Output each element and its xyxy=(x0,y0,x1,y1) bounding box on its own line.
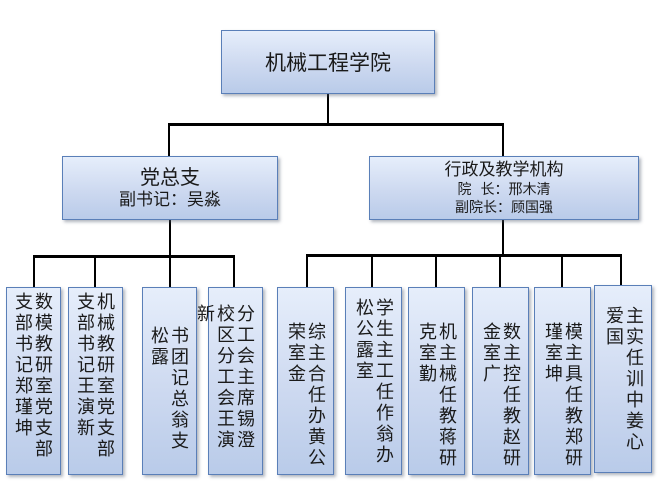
leaf-label: 模主具任教郑研瑾室坤 xyxy=(542,322,583,469)
leaf-node: 数主控任教赵研金室广 xyxy=(472,287,529,475)
leaf-label: 数主控任教赵研金室广 xyxy=(480,322,521,469)
leaf-node: 模主具任教郑研瑾室坤 xyxy=(534,287,591,475)
connector-line xyxy=(33,256,35,287)
connector-line xyxy=(233,256,235,287)
branch-title: 行政及教学机构 xyxy=(444,159,564,180)
connector-line xyxy=(371,255,373,287)
branch-party-committee: 党总支 副书记：吴淼 xyxy=(62,156,278,220)
connector-line xyxy=(306,254,622,257)
branch-vice-dean: 副院长：顾国强 xyxy=(455,199,553,216)
connector-line xyxy=(435,255,437,287)
connector-line xyxy=(620,255,622,287)
leaf-node: 学生主工任作翁办松公露室 xyxy=(345,287,402,475)
connector-line xyxy=(33,255,235,258)
leaf-label: 数模教研室党支部支部书记郑瑾坤 xyxy=(12,292,53,460)
connector-line xyxy=(94,256,96,287)
connector-line xyxy=(327,94,329,124)
connector-line xyxy=(306,255,308,287)
connector-line xyxy=(169,256,171,287)
root-node: 机械工程学院 xyxy=(221,30,435,94)
leaf-node: 综主合任办黄公荣室金 xyxy=(277,287,334,475)
leaf-node: 书团记总翁支松露 xyxy=(142,287,197,475)
connector-line xyxy=(499,255,501,287)
branch-title: 党总支 xyxy=(140,165,200,189)
connector-line xyxy=(168,123,170,156)
leaf-node: 分工会主席锡澄校区分工会王演新 xyxy=(194,287,263,475)
branch-administration: 行政及教学机构 院 长：邢木清 副院长：顾国强 xyxy=(369,156,639,220)
leaf-node: 机械教研室党支部支部书记王演新 xyxy=(68,287,123,475)
branch-subtitle: 副书记：吴淼 xyxy=(119,190,221,210)
leaf-node: 主实任训中姜心爱国 xyxy=(594,285,652,473)
connector-line xyxy=(169,220,171,256)
leaf-node: 机主械任教蒋研克室勤 xyxy=(408,287,465,475)
leaf-label: 综主合任办黄公荣室金 xyxy=(285,322,326,469)
leaf-label: 机主械任教蒋研克室勤 xyxy=(416,322,457,469)
leaf-node: 数模教研室党支部支部书记郑瑾坤 xyxy=(6,287,61,475)
connector-line xyxy=(502,123,504,156)
connector-line xyxy=(502,220,504,256)
leaf-label: 书团记总翁支松露 xyxy=(148,326,189,452)
connector-line xyxy=(561,255,563,287)
leaf-label: 学生主工任作翁办松公露室 xyxy=(353,298,394,466)
branch-dean: 院 长：邢木清 xyxy=(457,181,551,198)
root-label: 机械工程学院 xyxy=(265,51,391,75)
leaf-label: 分工会主席锡澄校区分工会王演新 xyxy=(194,304,255,451)
connector-line xyxy=(168,123,504,126)
leaf-label: 机械教研室党支部支部书记王演新 xyxy=(74,292,115,460)
leaf-label: 主实任训中姜心爱国 xyxy=(603,306,644,453)
